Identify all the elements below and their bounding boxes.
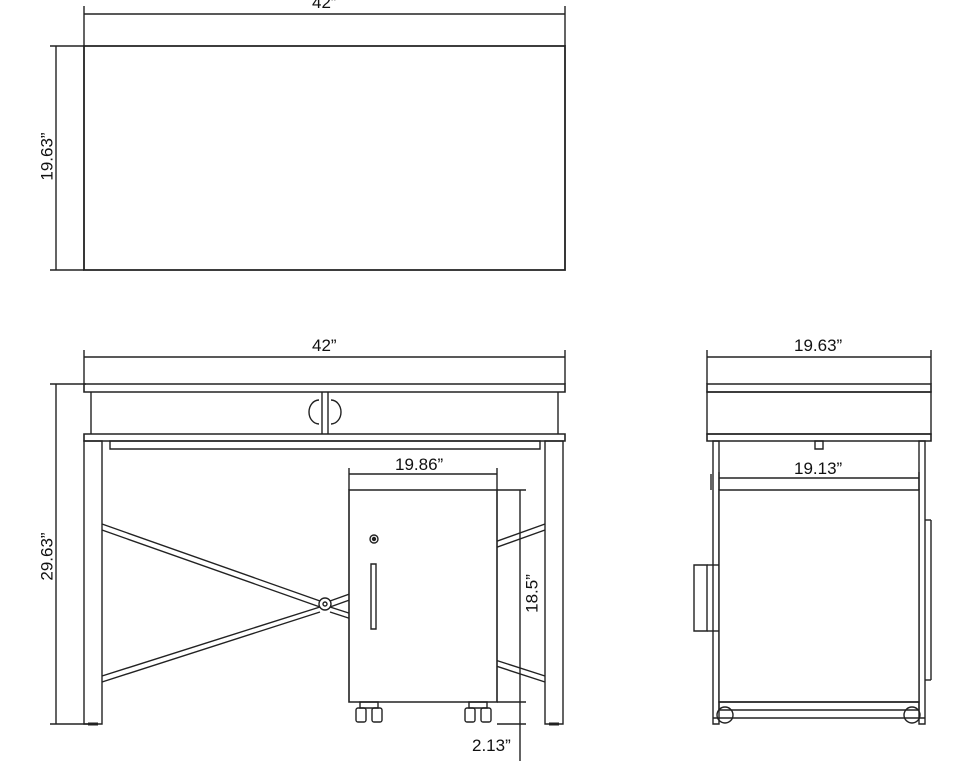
side-depth-label: 19.63” [794, 336, 843, 355]
top-view-desktop [84, 46, 565, 270]
cabinet-lock [370, 535, 378, 543]
cabinet-width-label: 19.86” [395, 455, 444, 474]
front-left-leg [84, 441, 102, 724]
caster-clearance-label: 2.13” [472, 736, 511, 755]
front-lower-shelf [84, 434, 565, 441]
side-inner-depth-label: 19.13” [794, 459, 843, 478]
side-desktop-slab [707, 384, 931, 392]
cabinet-height-label: 18.5” [522, 574, 542, 613]
side-cabinet [719, 490, 919, 702]
side-left-leg [713, 441, 719, 724]
front-desktop-slab [84, 384, 565, 392]
right-caster [465, 702, 491, 722]
side-left-caster [717, 707, 733, 723]
side-lower-shelf [707, 434, 931, 441]
front-view [50, 350, 565, 761]
side-view [694, 350, 931, 724]
front-right-leg [545, 441, 563, 724]
brace-hub [319, 598, 331, 610]
side-right-leg [919, 441, 925, 724]
side-cabinet-handle [694, 565, 707, 631]
cabinet-handle [371, 564, 376, 629]
side-right-caster [904, 707, 920, 723]
top-width-label: 42” [312, 0, 337, 12]
mobile-cabinet [349, 490, 497, 722]
top-view [50, 6, 565, 270]
left-caster [356, 702, 382, 722]
cable-grommet [309, 400, 319, 424]
top-depth-label: 19.63” [37, 132, 57, 181]
front-height-label: 29.63” [37, 532, 57, 581]
front-width-label: 42” [312, 336, 337, 355]
